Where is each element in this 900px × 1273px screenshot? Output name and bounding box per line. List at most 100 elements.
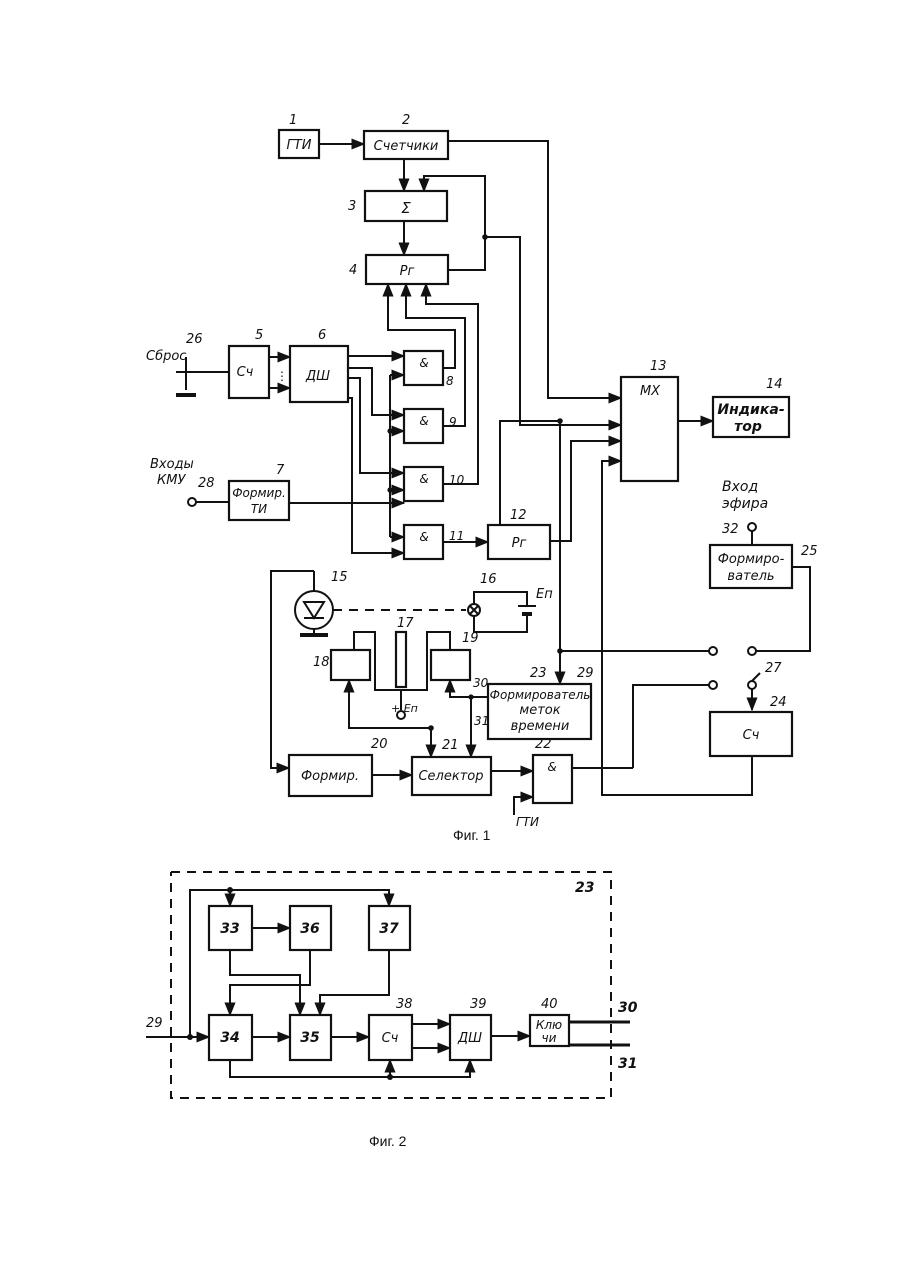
- num-1: 1: [289, 113, 297, 128]
- gti-input-label: ГТИ: [516, 815, 539, 829]
- num-15: 15: [331, 570, 348, 585]
- reset-label: Сброс: [146, 349, 186, 364]
- inputs-label-1: Входы: [150, 457, 194, 472]
- num-30: 30: [473, 676, 489, 690]
- num-20: 20: [371, 737, 388, 752]
- dsh6-label: ДШ: [305, 369, 330, 384]
- num-40: 40: [541, 997, 558, 1012]
- svg-text:времени: времени: [511, 719, 570, 734]
- block-19: [431, 650, 470, 680]
- num-39: 39: [470, 997, 487, 1012]
- num-28: 28: [198, 476, 215, 491]
- svg-text:Формир.: Формир.: [232, 486, 286, 500]
- inputs-label-2: КМУ: [157, 473, 186, 488]
- svg-text:Сч: Сч: [743, 728, 760, 743]
- reg4-label: Рг: [400, 264, 415, 279]
- svg-text:Индика-: Индика-: [717, 402, 784, 418]
- block-39: ДШ: [450, 1015, 491, 1060]
- svg-text:чи: чи: [542, 1031, 557, 1045]
- svg-text:МХ: МХ: [640, 384, 661, 399]
- output-30: 30: [618, 1000, 638, 1016]
- block-37: 37: [369, 906, 410, 950]
- num-21: 21: [442, 738, 459, 753]
- num-32: 32: [722, 522, 739, 537]
- svg-text:Формир.: Формир.: [301, 769, 359, 784]
- svg-text:34: 34: [220, 1030, 239, 1046]
- air-label-2: эфира: [722, 496, 768, 512]
- num-12: 12: [510, 508, 527, 523]
- gti-label: ГТИ: [287, 138, 312, 153]
- svg-text:тор: тор: [734, 419, 762, 435]
- block-33: 33: [209, 906, 252, 950]
- frame-number: 23: [575, 880, 594, 896]
- block-indicator: Индика- тор: [713, 397, 789, 437]
- block-mx: МХ: [621, 377, 678, 481]
- block-reg4: Рг: [366, 255, 448, 284]
- block-36: 36: [290, 906, 331, 950]
- num-19: 19: [462, 631, 479, 646]
- block-time-mark-former: Формирователь меток времени: [488, 684, 591, 739]
- counters-label: Счетчики: [374, 139, 439, 154]
- svg-text:&: &: [547, 760, 556, 774]
- num-6: 6: [318, 328, 326, 343]
- and-gate-10: &: [404, 467, 443, 501]
- air-input-terminal: [748, 523, 756, 531]
- num-8: 8: [446, 374, 454, 388]
- block-sch24: Сч: [710, 712, 792, 756]
- sch5-label: Сч: [237, 365, 254, 380]
- and-gate-9: &: [404, 409, 443, 443]
- svg-text:&: &: [419, 472, 428, 486]
- num-5: 5: [255, 328, 263, 343]
- output-31: 31: [618, 1056, 637, 1072]
- block-and22: &: [533, 755, 572, 803]
- svg-text:&: &: [419, 530, 428, 544]
- svg-text:меток: меток: [519, 703, 560, 718]
- num-29: 29: [577, 666, 594, 681]
- switch-27: [752, 673, 760, 681]
- num-25: 25: [801, 544, 818, 559]
- input-terminal: [188, 498, 196, 506]
- num-23: 23: [530, 666, 547, 681]
- num-7: 7: [276, 463, 285, 478]
- block-gti: ГТИ: [279, 130, 319, 158]
- svg-text:&: &: [419, 414, 428, 428]
- photodiode-15: [295, 591, 333, 629]
- num-14: 14: [766, 377, 783, 392]
- num-18: 18: [313, 655, 330, 670]
- num-2: 2: [402, 113, 410, 128]
- sum-label: Σ: [401, 199, 411, 217]
- svg-text:Селектор: Селектор: [418, 769, 483, 784]
- num-38: 38: [396, 997, 413, 1012]
- block-sum: Σ: [365, 191, 447, 221]
- svg-text:Сч: Сч: [382, 1031, 399, 1046]
- block-counters: Счетчики: [364, 131, 448, 159]
- block-reg12: Рг: [488, 525, 550, 559]
- block-34: 34: [209, 1015, 252, 1060]
- num-26: 26: [186, 332, 203, 347]
- svg-text:Клю: Клю: [536, 1018, 562, 1032]
- figure-1-caption: Фиг. 1: [453, 827, 491, 843]
- num-22: 22: [535, 737, 552, 752]
- block-40: Клю чи: [530, 1015, 569, 1046]
- block-38: Сч: [369, 1015, 412, 1060]
- block-sch5: Сч: [229, 346, 269, 398]
- num-27: 27: [765, 661, 782, 676]
- element-17: [396, 632, 406, 687]
- ep-label-2: + Еп: [391, 702, 418, 715]
- figure-2-caption: Фиг. 2: [369, 1133, 407, 1149]
- num-4: 4: [349, 263, 357, 278]
- figure-1: ГТИ 1 Счетчики 2 Σ 3 Рг 4: [146, 113, 818, 843]
- svg-text:33: 33: [220, 921, 239, 937]
- num-24: 24: [770, 695, 787, 710]
- num-13: 13: [650, 359, 667, 374]
- block-dsh6: ДШ: [290, 346, 348, 402]
- block-selector: Селектор: [412, 757, 491, 795]
- num-3: 3: [348, 199, 356, 214]
- num-17: 17: [397, 616, 414, 631]
- svg-text:ДШ: ДШ: [457, 1031, 482, 1046]
- svg-text:ТИ: ТИ: [251, 502, 267, 516]
- and-gate-8: &: [404, 351, 443, 385]
- svg-text:ватель: ватель: [727, 569, 774, 584]
- input-29-label: 29: [146, 1016, 163, 1031]
